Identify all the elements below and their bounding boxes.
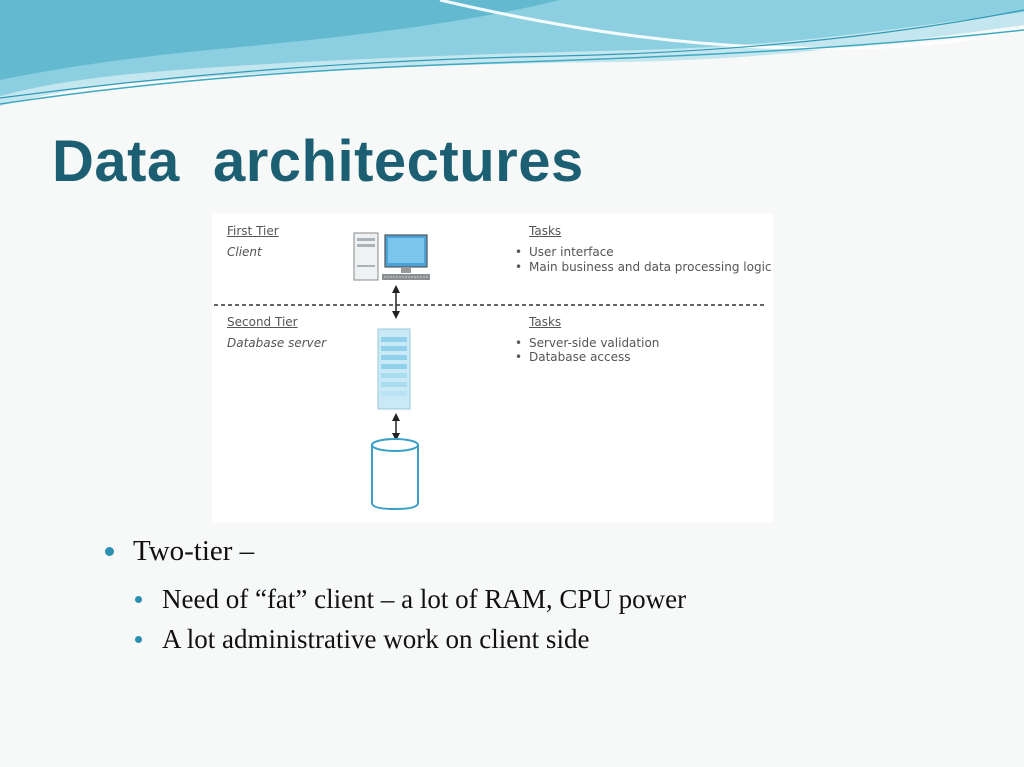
bullet-dot-icon [135,596,142,603]
bullet-list: Two-tier – Need of “fat” client – a lot … [105,533,1005,659]
first-task-item: User interface [515,245,614,259]
first-task-item: Main business and data processing logic [515,260,772,274]
second-task-item: Server-side validation [515,336,659,350]
sub-bullet-item: A lot administrative work on client side [135,619,1005,659]
client-server-arrow [392,285,400,319]
first-tier-label: First Tier [227,224,279,238]
bullet-item: Two-tier – [105,533,1005,569]
bullet-dot-icon [135,636,142,643]
client-computer-icon [353,232,430,281]
two-tier-architecture-diagram: First Tier Client Tasks User interface M… [212,213,773,523]
second-task-item: Database access [515,350,630,364]
second-tasks-label: Tasks [529,315,562,329]
first-tasks-label: Tasks [529,224,562,238]
sub-bullet-text: A lot administrative work on client side [162,624,590,654]
second-tier-label: Second Tier [227,315,298,329]
sub-bullet-item: Need of “fat” client – a lot of RAM, CPU… [135,579,1005,619]
server-database-arrow [392,413,400,441]
database-cylinder-icon [371,438,419,511]
first-tier-role: Client [227,245,262,259]
database-server-icon [377,328,411,410]
header-wave-decoration [0,0,1024,106]
bullet-dot-icon [105,547,114,556]
second-tier-role: Database server [227,336,327,350]
sub-bullet-text: Need of “fat” client – a lot of RAM, CPU… [162,584,687,614]
bullet-text: Two-tier – [133,535,255,567]
slide-title: Data architectures [52,129,584,194]
